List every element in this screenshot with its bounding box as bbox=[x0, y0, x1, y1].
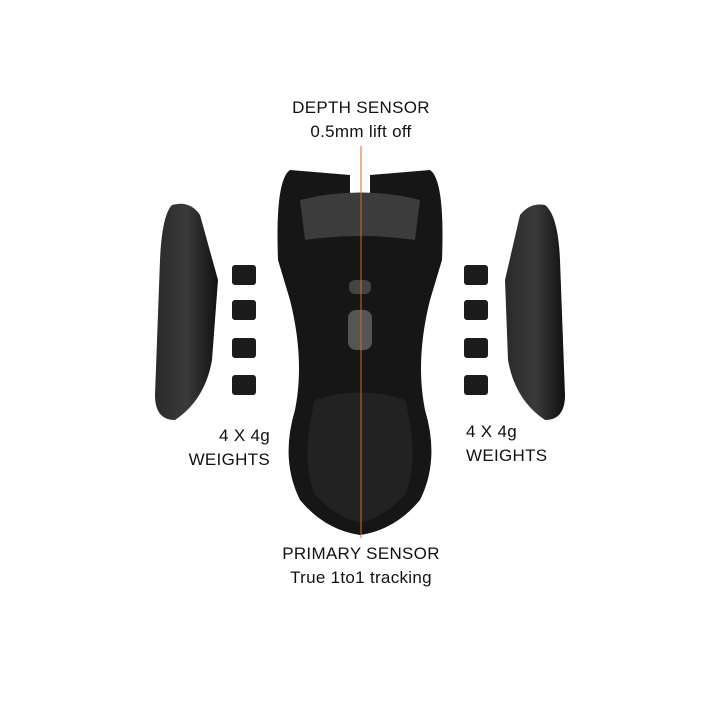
depth-sensor-subtitle: 0.5mm lift off bbox=[310, 122, 412, 141]
primary-sensor-label: PRIMARY SENSOR True 1to1 tracking bbox=[230, 542, 492, 590]
depth-sensor-title: DEPTH SENSOR bbox=[292, 98, 430, 117]
primary-sensor-subtitle: True 1to1 tracking bbox=[290, 568, 432, 587]
left-side-panel bbox=[155, 203, 218, 420]
right-weights-count: 4 X 4g bbox=[466, 422, 517, 441]
right-side-panel bbox=[505, 204, 565, 420]
top-panel bbox=[300, 192, 420, 240]
depth-sensor-label: DEPTH SENSOR 0.5mm lift off bbox=[230, 96, 492, 144]
left-weights-count: 4 X 4g bbox=[219, 426, 270, 445]
right-weights-text: WEIGHTS bbox=[466, 446, 548, 465]
left-weights-label: 4 X 4g WEIGHTS bbox=[150, 424, 270, 472]
palm-rest bbox=[307, 392, 413, 522]
right-weights-label: 4 X 4g WEIGHTS bbox=[466, 420, 576, 468]
right-weights bbox=[464, 265, 488, 395]
left-weights bbox=[232, 265, 256, 395]
primary-sensor bbox=[348, 310, 372, 350]
primary-sensor-title: PRIMARY SENSOR bbox=[282, 544, 440, 563]
left-weights-text: WEIGHTS bbox=[188, 450, 270, 469]
depth-sensor bbox=[349, 280, 371, 294]
